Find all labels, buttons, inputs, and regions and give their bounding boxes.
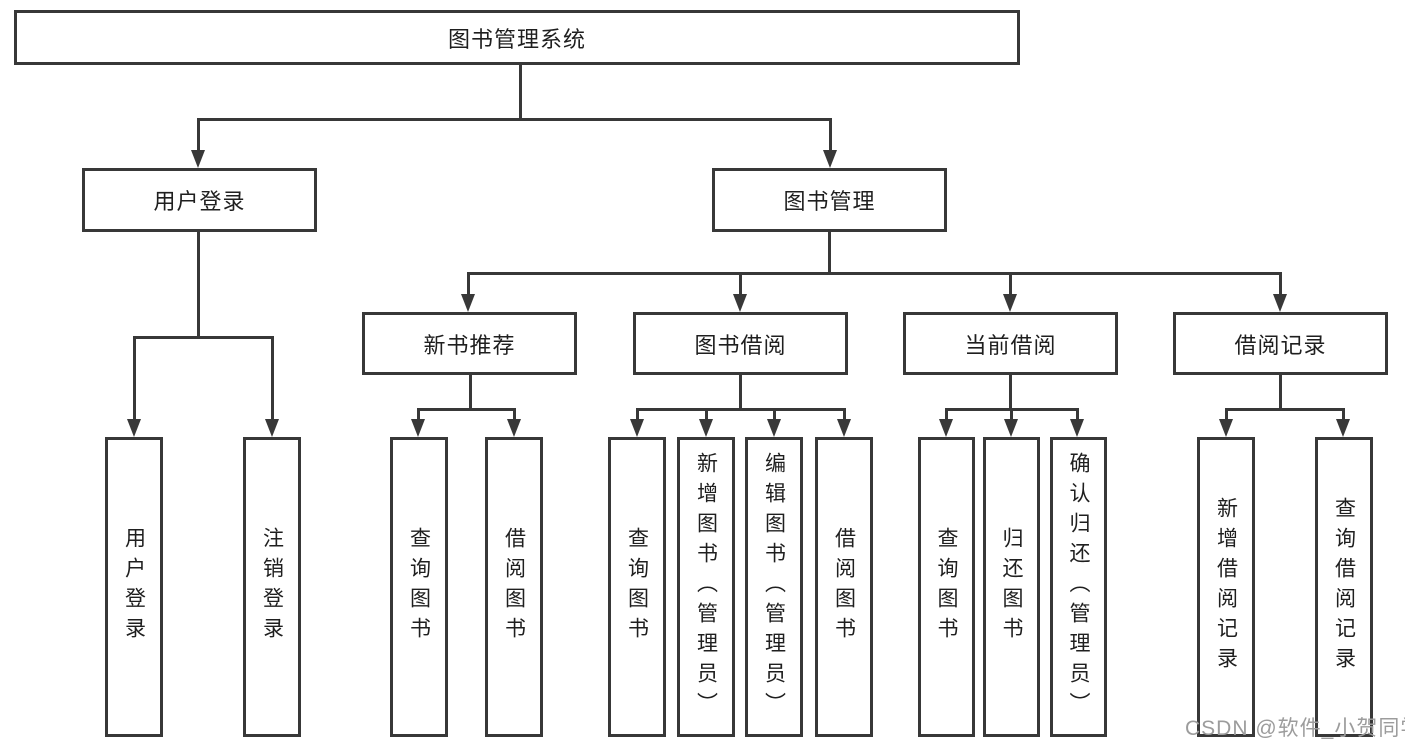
arrow-down-icon	[630, 419, 644, 437]
connector-user-login-stub	[197, 232, 200, 339]
connector-book-mgmt-shaft	[1279, 272, 1282, 296]
connector-book-mgmt-shaft	[739, 272, 742, 296]
arrow-down-icon	[1003, 294, 1017, 312]
arrow-down-icon	[1273, 294, 1287, 312]
leaf-edit-books-admin-label: 编辑图书（管理员）	[762, 452, 786, 722]
connector-new-book-branch	[417, 408, 516, 411]
arrow-down-icon	[837, 419, 851, 437]
leaf-borrow-books-label: 借阅图书	[832, 527, 856, 647]
leaf-logout: 注销登录	[243, 437, 301, 737]
connector-borrow-records-shaft	[1342, 408, 1345, 421]
leaf-return-books: 归还图书	[983, 437, 1040, 737]
node-new-book-recommend-label: 新书推荐	[423, 332, 516, 358]
connector-book-mgmt-shaft	[1009, 272, 1012, 296]
leaf-query-borrow-record: 查询借阅记录	[1315, 437, 1373, 737]
arrow-down-icon	[767, 419, 781, 437]
leaf-add-borrow-record-label: 新增借阅记录	[1214, 497, 1238, 677]
node-book-management: 图书管理	[712, 168, 947, 232]
connector-user-login-right-shaft	[271, 336, 274, 421]
leaf-query-books-recommend-label: 查询图书	[407, 527, 431, 647]
leaf-borrow-books-recommend: 借阅图书	[485, 437, 543, 737]
leaf-query-borrow-record-label: 查询借阅记录	[1332, 497, 1356, 677]
csdn-watermark: CSDN @软件_小贺同学	[1185, 717, 1405, 740]
connector-root-right-shaft	[829, 118, 832, 152]
arrow-down-icon	[939, 419, 953, 437]
connector-root-stub	[519, 65, 522, 121]
arrow-down-icon	[411, 419, 425, 437]
connector-current-borrow-stub	[1009, 375, 1012, 411]
leaf-query-books-current: 查询图书	[918, 437, 975, 737]
arrow-down-icon	[1219, 419, 1233, 437]
connector-book-borrow-shaft	[773, 408, 776, 421]
connector-new-book-stub	[469, 375, 472, 411]
connector-book-mgmt-stub	[828, 232, 831, 275]
leaf-add-books-admin-label: 新增图书（管理员）	[694, 452, 718, 722]
leaf-add-books-admin: 新增图书（管理员）	[677, 437, 735, 737]
connector-book-mgmt-shaft	[467, 272, 470, 296]
arrow-down-icon	[1336, 419, 1350, 437]
arrow-down-icon	[699, 419, 713, 437]
leaf-borrow-books: 借阅图书	[815, 437, 873, 737]
node-book-borrow: 图书借阅	[633, 312, 848, 375]
connector-borrow-records-stub	[1279, 375, 1282, 411]
node-user-login: 用户登录	[82, 168, 317, 232]
node-new-book-recommend: 新书推荐	[362, 312, 577, 375]
arrow-down-icon	[461, 294, 475, 312]
leaf-query-books-borrow-label: 查询图书	[625, 527, 649, 647]
connector-root-left-shaft	[197, 118, 200, 152]
connector-current-borrow-shaft	[1010, 408, 1013, 421]
node-root-label: 图书管理系统	[447, 26, 586, 52]
leaf-confirm-return-admin-label: 确认归还（管理员）	[1067, 452, 1090, 722]
connector-borrow-records-branch	[1225, 408, 1345, 411]
node-user-login-label: 用户登录	[153, 189, 246, 214]
arrow-down-icon	[823, 150, 837, 168]
arrow-down-icon	[1004, 419, 1018, 437]
connector-book-borrow-shaft	[636, 408, 639, 421]
connector-book-borrow-shaft	[705, 408, 708, 421]
leaf-user-login-label: 用户登录	[122, 527, 146, 647]
node-current-borrow-label: 当前借阅	[964, 332, 1057, 358]
connector-new-book-shaft	[513, 408, 516, 421]
node-root: 图书管理系统	[14, 10, 1020, 65]
leaf-add-borrow-record: 新增借阅记录	[1197, 437, 1255, 737]
node-borrow-records-label: 借阅记录	[1234, 332, 1327, 358]
connector-book-borrow-stub	[739, 375, 742, 411]
connector-borrow-records-shaft	[1225, 408, 1228, 421]
arrow-down-icon	[507, 419, 521, 437]
connector-book-borrow-shaft	[843, 408, 846, 421]
leaf-return-books-label: 归还图书	[1000, 527, 1023, 647]
connector-new-book-shaft	[417, 408, 420, 421]
leaf-user-login: 用户登录	[105, 437, 163, 737]
leaf-borrow-books-recommend-label: 借阅图书	[502, 527, 526, 647]
node-book-management-label: 图书管理	[783, 189, 876, 214]
arrow-down-icon	[733, 294, 747, 312]
connector-user-login-branch	[133, 336, 274, 339]
connector-root-branch	[197, 118, 831, 121]
arrow-down-icon	[265, 419, 279, 437]
leaf-query-books-borrow: 查询图书	[608, 437, 666, 737]
leaf-logout-label: 注销登录	[260, 527, 284, 647]
node-book-borrow-label: 图书借阅	[694, 332, 787, 358]
connector-book-mgmt-branch	[467, 272, 1282, 275]
leaf-query-books-recommend: 查询图书	[390, 437, 448, 737]
node-borrow-records: 借阅记录	[1173, 312, 1388, 375]
node-current-borrow: 当前借阅	[903, 312, 1118, 375]
arrow-down-icon	[1070, 419, 1084, 437]
arrow-down-icon	[191, 150, 205, 168]
connector-user-login-left-shaft	[133, 336, 136, 421]
connector-book-borrow-branch	[636, 408, 846, 411]
connector-current-borrow-shaft	[1076, 408, 1079, 421]
connector-current-borrow-shaft	[945, 408, 948, 421]
leaf-query-books-current-label: 查询图书	[935, 527, 958, 647]
leaf-edit-books-admin: 编辑图书（管理员）	[745, 437, 803, 737]
arrow-down-icon	[127, 419, 141, 437]
leaf-confirm-return-admin: 确认归还（管理员）	[1050, 437, 1107, 737]
